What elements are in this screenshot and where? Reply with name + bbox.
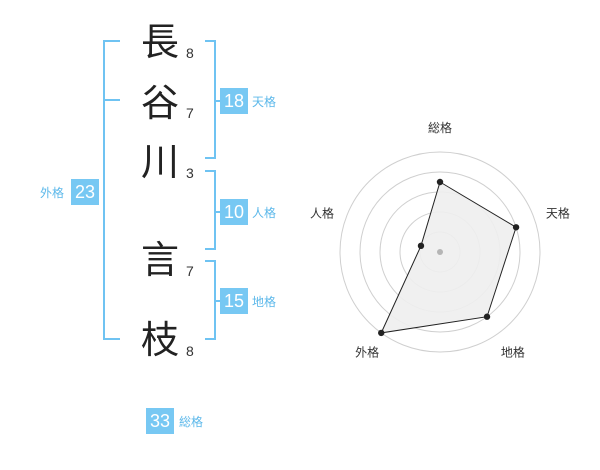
soukaku-score: 33 bbox=[146, 408, 174, 434]
radar-point-3 bbox=[483, 313, 491, 320]
stroke-count-5: 8 bbox=[186, 343, 194, 359]
radar-ring-5 bbox=[339, 151, 541, 353]
gaikaku-score: 23 bbox=[71, 179, 99, 205]
stroke-count-3: 3 bbox=[186, 165, 194, 181]
radar-ring-4 bbox=[359, 171, 521, 333]
radar-point-2 bbox=[512, 224, 520, 231]
radar-point-5 bbox=[417, 242, 425, 250]
radar-center-point bbox=[437, 249, 443, 255]
radar-axis-label-5: 人格 bbox=[310, 206, 334, 221]
radar-point-4 bbox=[378, 329, 385, 337]
name-character-2: 谷 bbox=[140, 81, 179, 125]
radar-axis-label-4: 外格 bbox=[355, 344, 379, 359]
name-character-5: 枝 bbox=[140, 318, 179, 362]
gaikaku-label: 外格 bbox=[40, 186, 65, 200]
name-character-4: 言 bbox=[140, 238, 179, 282]
stroke-count-2: 7 bbox=[186, 105, 194, 121]
jinkaku-label: 人格 bbox=[252, 206, 277, 220]
name-character-1: 長 bbox=[140, 20, 179, 64]
radar-axis-label-1: 総格 bbox=[428, 120, 452, 135]
tenkaku-score: 18 bbox=[220, 88, 248, 114]
chikaku-score: 15 bbox=[220, 288, 248, 314]
soukaku-label: 総格 bbox=[179, 415, 204, 429]
jinkaku-score: 10 bbox=[220, 199, 248, 225]
stroke-count-4: 7 bbox=[186, 263, 194, 279]
stroke-count-1: 8 bbox=[186, 45, 194, 61]
radar-axis-label-3: 地格 bbox=[501, 344, 525, 359]
radar-axis-label-2: 天格 bbox=[546, 206, 570, 221]
chikaku-label: 地格 bbox=[252, 295, 277, 309]
radar-point-1 bbox=[436, 178, 444, 186]
radar-data-area bbox=[380, 181, 517, 334]
name-character-3: 川 bbox=[140, 140, 179, 184]
tenkaku-label: 天格 bbox=[252, 95, 277, 109]
